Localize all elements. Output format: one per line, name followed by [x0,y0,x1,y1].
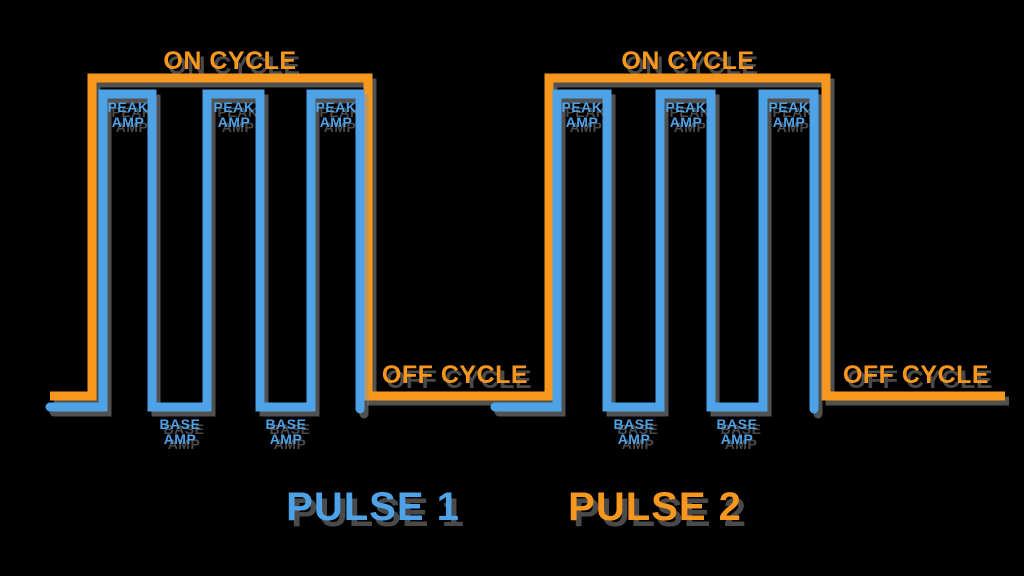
pulse2-peak-amp-label-1: PEAK AMP [561,99,603,130]
pulse2-on-cycle-label: ON CYCLE [621,47,755,75]
pulse1-peak-amp-label-2: PEAK AMP [213,99,255,130]
pulse1-peak-amp-label-3: PEAK AMP [315,99,357,130]
pulse1-title: PULSE 1 [286,485,460,529]
pulse2-base-amp-label-1: BASE AMP [613,416,655,447]
pulse2-off-cycle-label: OFF CYCLE [842,361,990,389]
pulse1-on-cycle-label: ON CYCLE [163,47,297,75]
pulse1-base-amp-label-2: BASE AMP [265,416,307,447]
pulse2-peak-amp-label-2: PEAK AMP [665,99,707,130]
pulse1-off-cycle-label: OFF CYCLE [381,361,529,389]
pulse1-current-wave [45,89,365,414]
pulse2-base-amp-label-2: BASE AMP [716,416,758,447]
pulse1-peak-amp-label-1: PEAK AMP [107,99,149,130]
pulse1-base-amp-label-1: BASE AMP [159,416,201,447]
on-off-cycle-envelope-wave [50,73,1005,401]
pulse2-current-wave [490,89,819,414]
pulse2-peak-amp-label-3: PEAK AMP [768,99,810,130]
pulse2-title: PULSE 2 [568,485,742,529]
